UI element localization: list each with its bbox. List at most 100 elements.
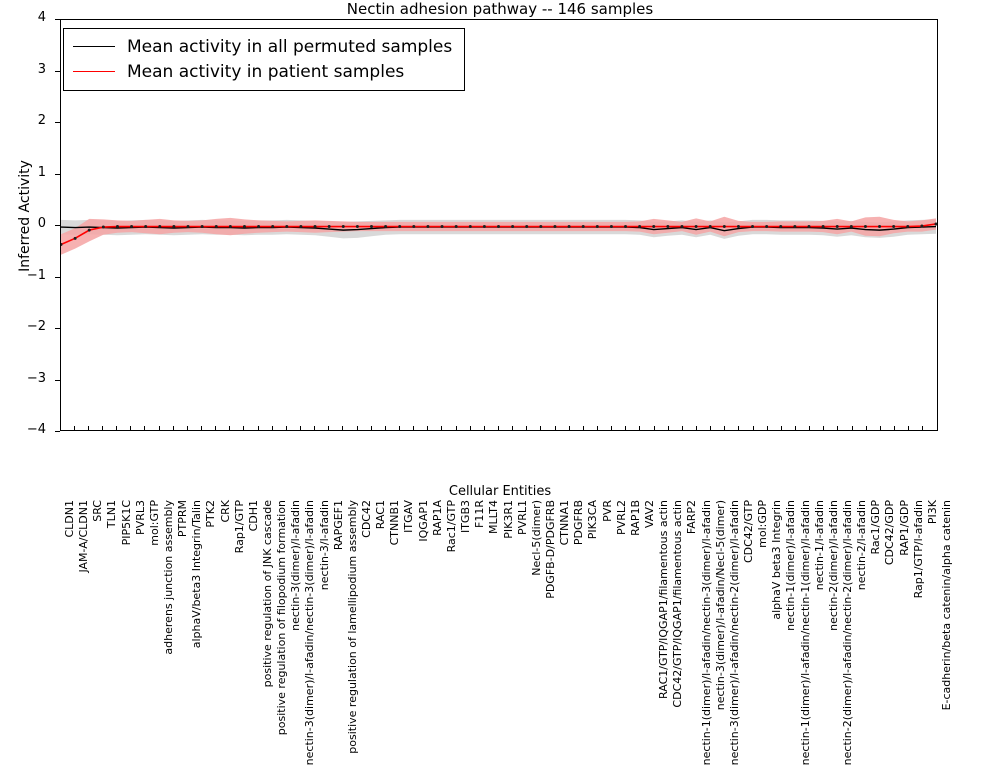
x-tick-mark [200,426,202,431]
y-tick-label: −1 [26,267,46,283]
x-tick-mark [87,426,89,431]
y-tick-mark [55,379,60,381]
page-title: Nectin adhesion pathway -- 146 samples [346,0,654,18]
x-tick-label: Necl-5(dimer) [529,500,543,576]
x-tick-mark [384,426,386,431]
x-tick-mark [158,426,160,431]
x-tick-mark [837,426,839,431]
x-tick-mark [851,426,853,431]
x-tick-label: CTNNB1 [388,500,402,546]
x-tick-label: PDGFRB [572,500,586,546]
x-tick-label: FARP2 [685,500,699,535]
x-tick-mark [328,426,330,431]
legend-label-patient: Mean activity in patient samples [127,61,405,82]
x-tick-mark [795,426,797,431]
x-tick-label: CRK [218,500,232,523]
x-tick-label: nectin-1(dimer)/l-afadin [784,500,798,631]
x-tick-mark [554,426,556,431]
legend-item-patient: Mean activity in patient samples [73,59,452,84]
x-tick-label: nectin-1/l-afadin [812,500,826,591]
x-tick-label: CDC42 [360,500,374,538]
x-tick-label: CTNNA1 [558,500,572,546]
x-tick-mark [865,426,867,431]
x-tick-mark [498,426,499,431]
y-tick-mark [55,70,60,72]
legend-label-permuted: Mean activity in all permuted samples [127,36,453,57]
patient-data-markers [61,222,937,246]
x-tick-label: PIP5K1C [119,500,133,546]
x-tick-label: VAV2 [642,500,656,529]
x-axis-label: Cellular Entities [448,484,552,499]
x-tick-mark [625,426,627,431]
x-tick-mark [130,426,132,431]
x-tick-label: Rac1/GDP [869,500,883,555]
x-tick-mark [299,426,301,431]
x-tick-label: CDC42/GTP/IQGAP1/filamentous actin [671,500,685,708]
x-tick-mark [285,426,287,431]
x-tick-label: alphaV/beta3 Integrin/Talin [190,500,204,649]
x-tick-label: Rac1/GTP [444,500,458,553]
x-tick-label: mol:GDP [756,500,770,548]
x-tick-mark [879,426,881,431]
x-tick-mark [483,426,485,431]
legend-swatch-permuted-icon [73,46,115,47]
legend-item-permuted: Mean activity in all permuted samples [73,34,452,59]
y-tick-mark [55,19,60,20]
x-tick-label: RAP1A [430,500,444,536]
x-tick-label: mol:GTP [147,500,161,546]
x-tick-mark [936,426,938,431]
x-tick-mark [766,426,768,431]
x-tick-label: positive regulation of lamellipodium ass… [345,500,359,754]
x-tick-mark [172,426,174,431]
x-tick-mark [469,426,471,431]
x-tick-label: PIK3R1 [501,500,515,539]
y-tick-label: −4 [26,422,46,437]
x-tick-label: MLLT4 [487,500,501,534]
x-tick-mark [597,426,599,431]
x-tick-mark [667,426,669,431]
x-tick-label: SRC [91,500,105,522]
x-tick-mark [243,426,245,431]
x-tick-mark [639,426,641,431]
x-tick-mark [186,426,188,431]
x-tick-mark [512,426,514,431]
x-tick-label: CDC42/GTP [741,500,755,564]
x-tick-mark [314,426,316,431]
x-tick-label: PTK2 [204,500,218,528]
x-tick-label: alphaV beta3 Integrin [770,500,784,620]
x-tick-label: nectin-1(dimer)/l-afadin/nectin-1(dimer)… [798,500,812,765]
x-tick-mark [908,426,910,431]
x-tick-label: ITGB3 [459,500,473,534]
y-tick-mark [55,328,60,329]
x-tick-label: PI3K [925,500,939,525]
x-tick-mark [342,426,344,431]
x-tick-mark [59,426,61,431]
x-tick-label: nectin-3(dimer)/l-afadin/nectin-3(dimer)… [303,500,317,765]
x-tick-label: F11R [473,500,487,528]
y-axis-label: Inferred Activity [17,160,33,272]
x-tick-mark [144,426,146,431]
x-tick-mark [752,426,754,431]
x-tick-mark [257,426,259,431]
x-tick-label: positive regulation of filopodium format… [275,500,289,736]
x-tick-label: nectin-3(dimer)/l-afadin/nectin-2(dimer)… [727,500,741,765]
x-tick-label: RAPGEF1 [331,500,345,551]
x-tick-mark [229,426,231,431]
legend-swatch-patient-icon [73,71,115,72]
x-tick-label: PVRL1 [515,500,529,535]
y-tick-label: 0 [37,216,46,231]
x-tick-label: Rap1/GTP [232,500,246,554]
x-tick-mark [413,426,415,431]
legend: Mean activity in all permuted samples Me… [63,28,466,91]
figure-canvas: Nectin adhesion pathway -- 146 samples I… [17,0,953,765]
x-tick-mark [582,426,584,431]
patient-confidence-band [61,216,937,255]
x-tick-label: TLN1 [105,500,119,529]
x-tick-label: nectin-3(dimer)/l-afadin/Necl-5(dimer) [713,500,727,711]
x-tick-label: PIK3CA [586,500,600,540]
x-tick-mark [710,426,712,431]
x-tick-mark [681,426,683,431]
x-tick-label: CDH1 [246,500,260,532]
x-tick-label: ITGAV [402,500,416,533]
